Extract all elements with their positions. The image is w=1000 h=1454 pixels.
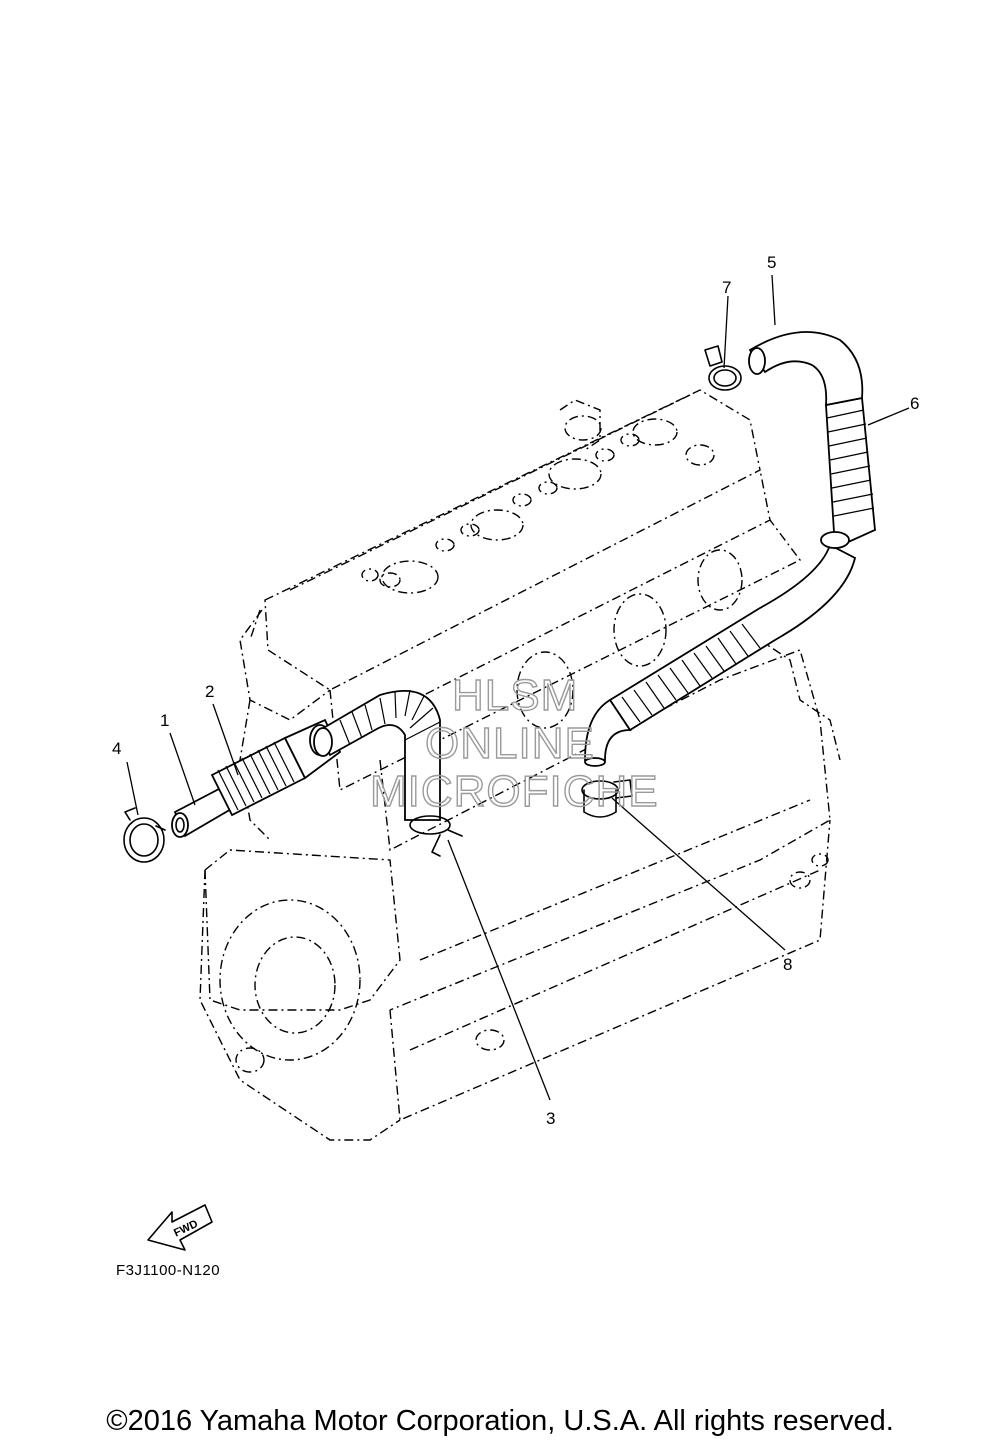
hose-right-corrugated xyxy=(584,543,857,767)
part-8-clamp xyxy=(581,779,633,818)
part-5-hose-bend xyxy=(748,331,864,407)
callout-4: 4 xyxy=(112,739,121,758)
callout-labels: 1 2 3 4 5 6 7 8 xyxy=(112,253,919,1128)
reference-code: F3J1100-N120 xyxy=(116,1262,221,1279)
part-6-corrugated-hose xyxy=(820,396,876,550)
callout-1: 1 xyxy=(160,711,169,730)
copyright-notice: ©2016 Yamaha Motor Corporation, U.S.A. A… xyxy=(106,1405,894,1437)
watermark-line3: MICROFICHE xyxy=(370,767,659,816)
watermark-line2: ONLINE xyxy=(425,719,595,768)
callout-2: 2 xyxy=(205,682,214,701)
part-7-hose-clamp xyxy=(704,345,742,391)
callout-8: 8 xyxy=(783,955,792,974)
callout-5: 5 xyxy=(767,253,776,272)
watermark-line1: HLSM xyxy=(452,671,578,720)
watermark: HLSM ONLINE MICROFICHE xyxy=(369,670,659,816)
leader-lines xyxy=(126,274,910,1101)
part-4-clip xyxy=(123,807,166,863)
elbow-hose-center xyxy=(313,689,441,821)
fwd-arrow-icon: FWD xyxy=(147,1204,213,1251)
callout-3: 3 xyxy=(546,1109,555,1128)
head-port-row xyxy=(361,415,715,594)
callout-7: 7 xyxy=(722,278,731,297)
part-3-clip xyxy=(409,815,463,857)
callout-6: 6 xyxy=(910,394,919,413)
